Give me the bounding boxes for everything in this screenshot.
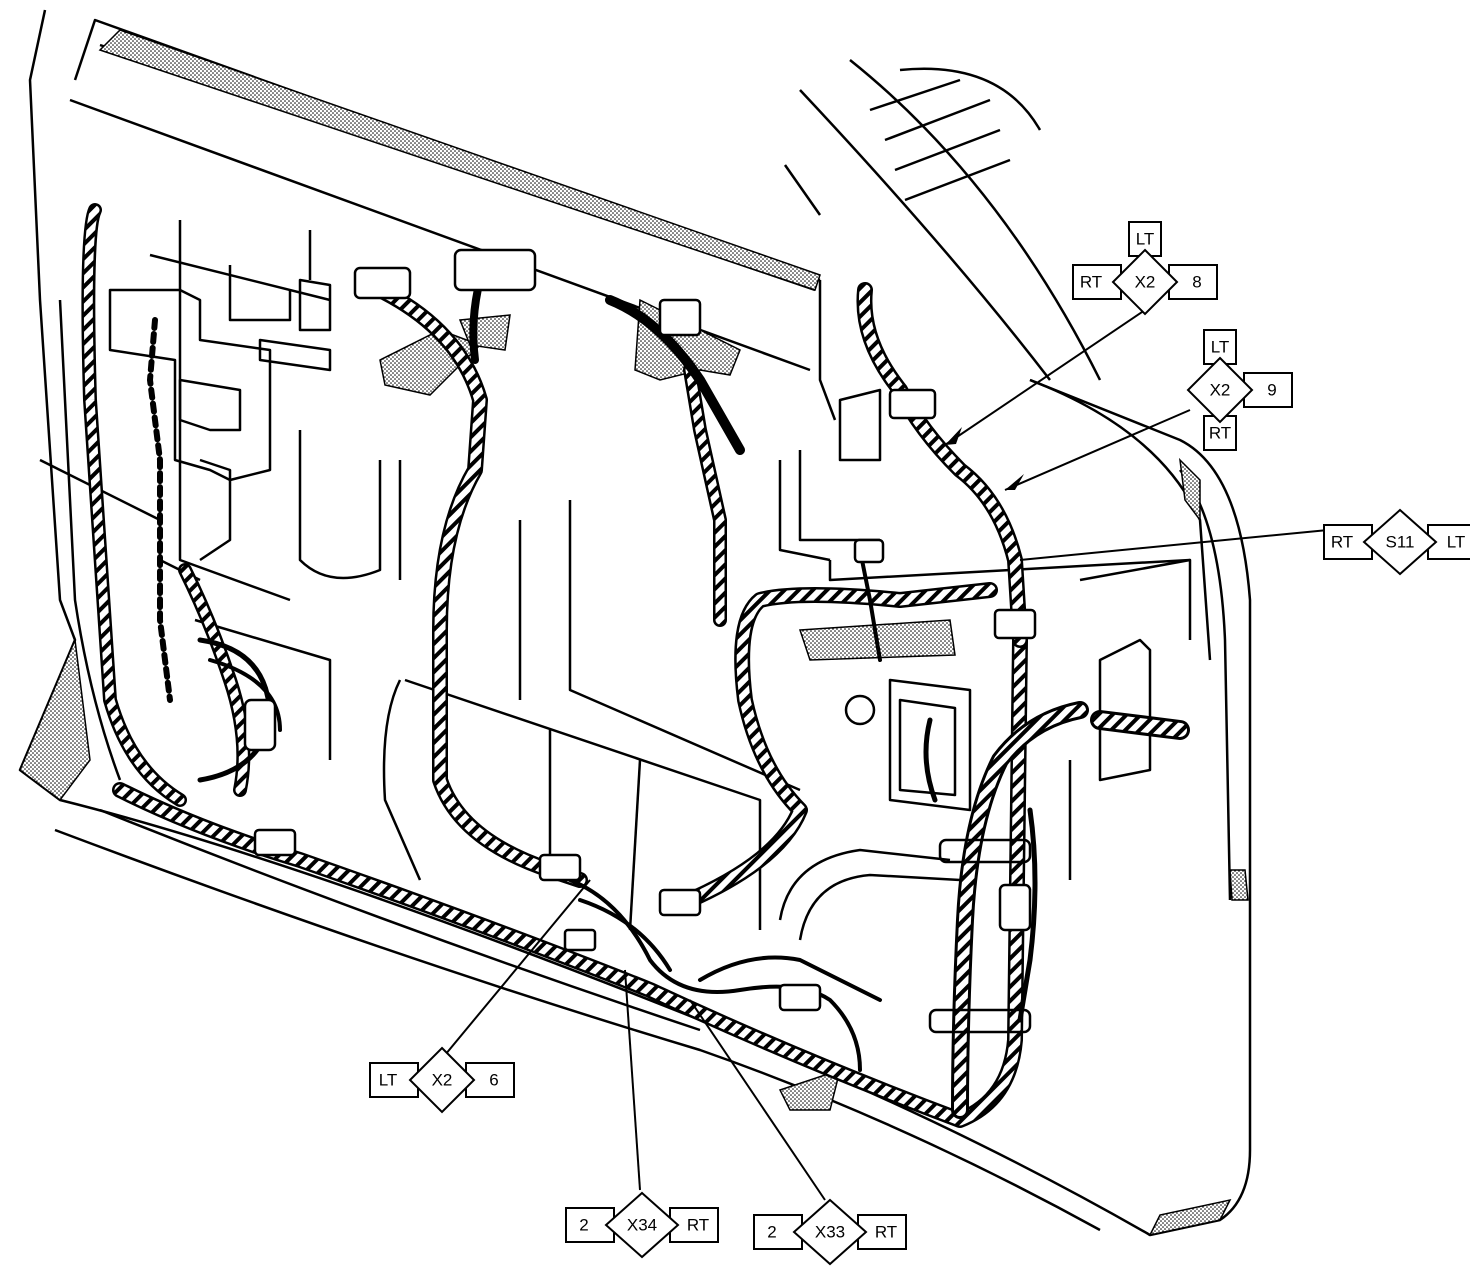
callout-label-right: 6: [489, 1071, 498, 1090]
callout-label-center: X33: [815, 1223, 845, 1242]
callout-label-right: RT: [687, 1216, 709, 1235]
callout-label-center: X2: [1135, 273, 1156, 292]
callout-label-right: 8: [1192, 273, 1201, 292]
callout-label-bottom: RT: [1209, 424, 1231, 443]
callout-diamond: [408, 1046, 476, 1114]
callout-label-center: X2: [432, 1071, 453, 1090]
callout-label-top: LT: [1136, 230, 1155, 249]
callout-diamond: [604, 1191, 680, 1259]
callout-label-center: X2: [1210, 381, 1231, 400]
callout-x34: 2 RT X34: [565, 1191, 719, 1259]
callout-label-center: X34: [627, 1216, 657, 1235]
callout-label-left: 2: [767, 1223, 776, 1242]
callout-box-right: [857, 1214, 907, 1250]
callout-diamond: [792, 1198, 868, 1266]
leader-arrows: [945, 427, 1024, 490]
callout-s11: RT LT S11: [1323, 508, 1470, 576]
callout-x2-9: 9 LT RT X2: [1186, 329, 1293, 451]
callout-label-left: RT: [1331, 533, 1353, 552]
callout-label-center: S11: [1386, 533, 1415, 552]
connectors: [243, 248, 1037, 1034]
stipple-areas: [19, 29, 1249, 1237]
callout-label-top: LT: [1211, 338, 1230, 357]
callout-label-left: 2: [579, 1216, 588, 1235]
callout-x2-6: LT 6 X2: [369, 1046, 515, 1114]
callout-label-left: LT: [379, 1071, 398, 1090]
callout-diamond: [1362, 508, 1438, 576]
callout-diamond: [1111, 248, 1179, 316]
callout-label-right: LT: [1447, 533, 1466, 552]
callout-diamond: [1186, 356, 1254, 424]
callout-x33: 2 RT X33: [753, 1198, 907, 1266]
callout-label-right: RT: [875, 1223, 897, 1242]
callout-label-left: RT: [1080, 273, 1102, 292]
leader-lines: [444, 309, 1329, 1201]
callout-label-right: 9: [1267, 381, 1276, 400]
callout-x2-8: RT 8 LT X2: [1072, 221, 1218, 316]
